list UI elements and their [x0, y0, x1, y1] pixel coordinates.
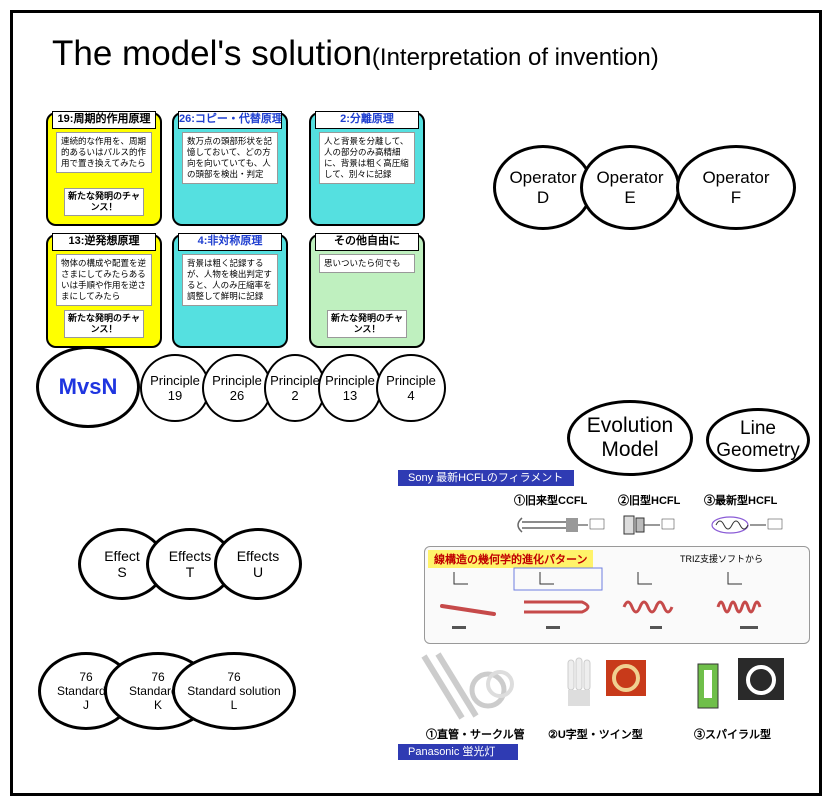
title-main: The model's solution	[52, 34, 372, 73]
card-header: 2:分離原理	[315, 111, 419, 129]
card-header: 26:コピー・代替原理	[178, 111, 282, 129]
lamp-label-hcfl-old: ②旧型HCFL	[618, 495, 681, 507]
lamp-label-ccfl: ①旧来型CCFL	[514, 495, 588, 507]
card-principle-26: 26:コピー・代替原理数万点の頭部形状を記憶しておいて、どの方向を向いていても、…	[172, 111, 288, 226]
hcfl-old-drawing	[623, 515, 675, 535]
u-tube-photo	[567, 657, 646, 706]
card-principle-13: 13:逆発想原理物体の構成や配置を逆さまにしてみたらあるいは手順や作用を逆さまに…	[46, 233, 162, 348]
ccfl-drawing	[517, 517, 605, 533]
lamp-label-hcfl-new: ③最新型HCFL	[704, 495, 778, 507]
spiral-photo	[697, 658, 784, 709]
lamp-evolution-panel: Sony 最新HCFLのフィラメント ①旧来型CCFL ②旧型HCFL ③最新型…	[398, 470, 812, 762]
card-chance-note: 新たな発明のチャンス！	[64, 188, 144, 216]
pattern-title: 線構造の幾何学的進化パターン	[428, 550, 594, 568]
bottom-label-spiral: ③スパイラル型	[694, 729, 771, 741]
filament-drawings	[517, 515, 783, 535]
slide-title: The model's solution(Interpretation of i…	[52, 34, 659, 74]
panasonic-tag: Panasonic 蛍光灯	[398, 744, 518, 760]
card-header: 19:周期的作用原理	[52, 111, 156, 129]
card-body: 連続的な作用を、周期的あるいはパルス的作用で置き換えてみたら	[56, 132, 152, 173]
card-body: 人と背景を分離して、人の部分のみ高精細に、背景は粗く高圧縮して、別々に記録	[319, 132, 415, 184]
card-free: その他自由に思いついたら何でも新たな発明のチャンス！	[309, 233, 425, 348]
pattern-drawings	[440, 567, 762, 629]
hcfl-new-drawing	[711, 516, 783, 534]
card-body: 物体の構成や配置を逆さまにしてみたらあるいは手順や作用を逆さまにしてみたら	[56, 254, 152, 306]
card-header: その他自由に	[315, 233, 419, 251]
card-chance-note: 新たな発明のチャンス！	[327, 310, 407, 338]
card-body: 背景は粗く記録するが、人物を検出判定すると、人のみ圧縮率を調整して鮮明に記録	[182, 254, 278, 306]
title-sub: (Interpretation of invention)	[371, 44, 659, 71]
card-principle-19: 19:周期的作用原理連続的な作用を、周期的あるいはパルス的作用で置き換えてみたら…	[46, 111, 162, 226]
card-body: 数万点の頭部形状を記憶しておいて、どの方向を向いていても、人の頭部を検出・判定	[182, 132, 278, 184]
card-header: 4:非対称原理	[178, 233, 282, 251]
sony-tag: Sony 最新HCFLのフィラメント	[398, 470, 574, 486]
triz-note: TRIZ支援ソフトから	[680, 554, 763, 564]
straight-tube-photo	[421, 652, 514, 720]
bottom-label-u: ②U字型・ツイン型	[548, 729, 643, 741]
card-chance-note: 新たな発明のチャンス！	[64, 310, 144, 338]
card-principle-4: 4:非対称原理背景は粗く記録するが、人物を検出判定すると、人のみ圧縮率を調整して…	[172, 233, 288, 348]
card-body: 思いついたら何でも	[319, 254, 415, 273]
mvsn-bubble: MvsN	[36, 346, 140, 428]
card-principle-2: 2:分離原理人と背景を分離して、人の部分のみ高精細に、背景は粗く高圧縮して、別々…	[309, 111, 425, 226]
bottom-label-straight: ①直管・サークル管	[426, 729, 525, 741]
lamp-photos	[421, 652, 784, 720]
card-header: 13:逆発想原理	[52, 233, 156, 251]
